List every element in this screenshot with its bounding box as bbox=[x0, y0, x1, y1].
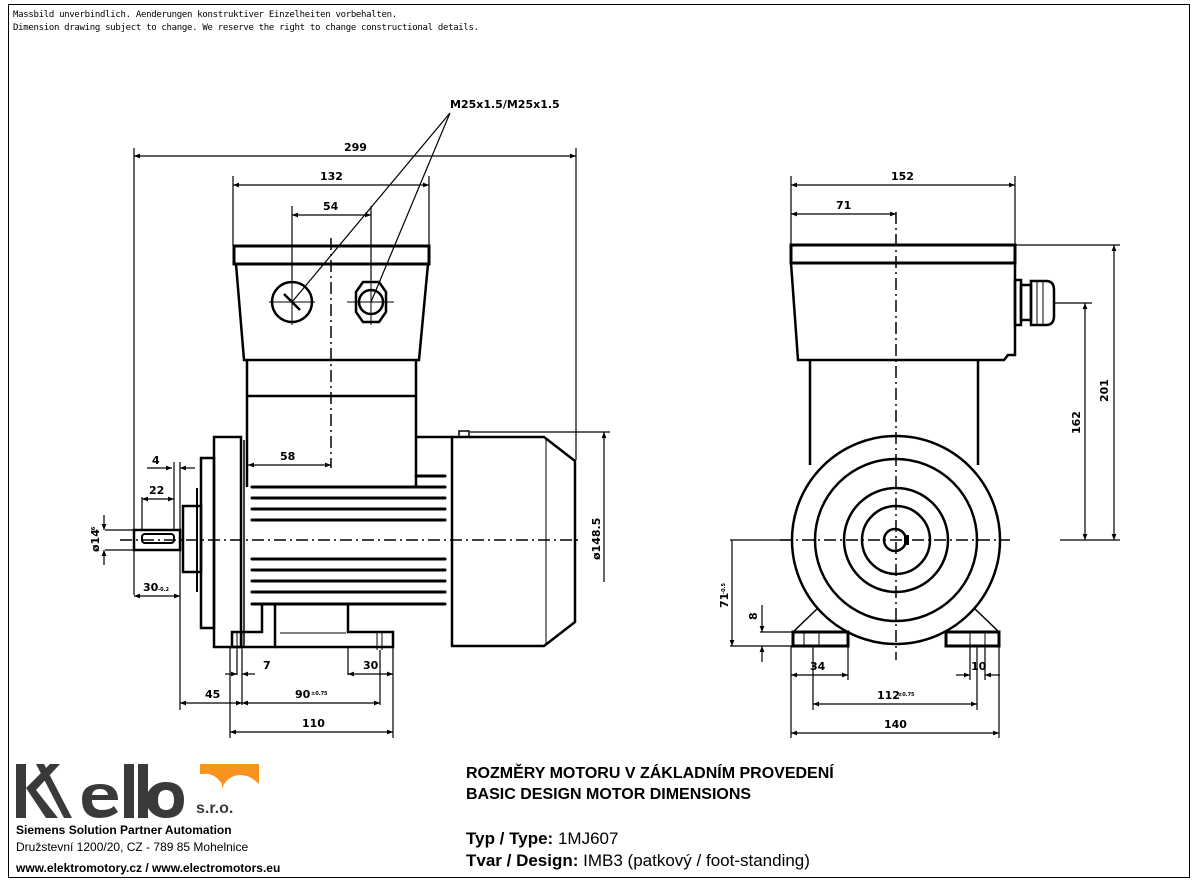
foot-front bbox=[230, 604, 277, 649]
dim-overall-length: 299 bbox=[344, 141, 367, 154]
logo-orange-arch bbox=[89, 764, 259, 790]
dim-shaft-height-tol: -0.5 bbox=[721, 583, 727, 594]
dim-foot-hole-spacing-end: 112 bbox=[877, 689, 900, 702]
dim-foot-thickness: 8 bbox=[747, 612, 760, 620]
company-tagline: Siemens Solution Partner Automation bbox=[16, 823, 232, 837]
dim-gland-spacing: 54 bbox=[323, 200, 339, 213]
end-view bbox=[780, 212, 1056, 660]
dim-foot-width: 34 bbox=[810, 660, 826, 673]
dim-box-centre: 71 bbox=[836, 199, 851, 212]
dim-gland-height: 162 bbox=[1070, 411, 1083, 434]
company-address: Družstevní 1200/20, CZ - 789 85 Mohelnic… bbox=[16, 840, 249, 854]
dim-terminal-box-width: 152 bbox=[891, 170, 914, 183]
company-logo bbox=[16, 764, 259, 818]
side-view bbox=[120, 238, 580, 650]
end-view-dimensions bbox=[729, 176, 1120, 738]
title-cz: ROZMĚRY MOTORU V ZÁKLADNÍM PROVEDENÍ bbox=[466, 765, 834, 782]
foot-right-end bbox=[944, 630, 1001, 648]
company-websites[interactable]: www.elektromotory.cz / www.electromotors… bbox=[16, 861, 281, 875]
foot-left-end bbox=[791, 630, 850, 648]
fan-cover bbox=[450, 435, 577, 648]
dim-shaft-to-foot: 45 bbox=[205, 688, 220, 701]
terminal-box-body bbox=[234, 263, 430, 362]
disclaimer-en: Dimension drawing subject to change. We … bbox=[13, 23, 479, 33]
title-en: BASIC DESIGN MOTOR DIMENSIONS bbox=[466, 786, 752, 803]
dim-foot-hole: 7 bbox=[263, 659, 271, 672]
dim-overall-height: 201 bbox=[1098, 379, 1111, 402]
dim-shaft-length: 30 bbox=[143, 581, 159, 594]
side-view-dimensions bbox=[101, 112, 610, 738]
dim-foot-end-width: 30 bbox=[363, 659, 379, 672]
disclaimer-de: Massbild unverbindlich. Aenderungen kons… bbox=[13, 10, 397, 20]
cable-gland-label: M25x1.5/M25x1.5 bbox=[450, 98, 560, 111]
design-label: Tvar / Design: bbox=[466, 851, 579, 870]
dim-frame-diameter: ø148.5 bbox=[590, 518, 603, 560]
dim-foot-hole-dia: 10 bbox=[971, 660, 987, 673]
flange bbox=[212, 435, 243, 649]
dim-foot-hole-spacing-end-tol: ±0.75 bbox=[898, 692, 915, 698]
dim-shaft-diameter-tol: j6 bbox=[91, 526, 97, 533]
dim-foot-hole-spacing-tol: ±0.75 bbox=[311, 691, 328, 697]
type-value: 1MJ607 bbox=[557, 829, 619, 848]
type-label: Typ / Type: bbox=[466, 829, 554, 848]
dim-foot-span: 140 bbox=[884, 718, 907, 731]
dim-key-length: 22 bbox=[149, 484, 164, 497]
logo-suffix: s.r.o. bbox=[196, 800, 234, 817]
dim-shaft-shoulder: 4 bbox=[152, 454, 160, 467]
dim-shaft-height: 71 bbox=[718, 593, 731, 608]
cable-gland-end bbox=[1013, 278, 1056, 327]
dim-box-offset: 58 bbox=[280, 450, 295, 463]
dim-shaft-diameter: ø14 bbox=[89, 529, 102, 552]
design-value: IMB3 (patkový / foot-standing) bbox=[583, 851, 810, 870]
dim-terminal-box-length: 132 bbox=[320, 170, 343, 183]
drawing-frame bbox=[8, 4, 1190, 878]
design-row: Tvar / Design: IMB3 (patkový / foot-stan… bbox=[466, 851, 810, 871]
terminal-box-lid-end bbox=[789, 243, 1017, 265]
terminal-box-body-end bbox=[789, 262, 1017, 362]
type-row: Typ / Type: 1MJ607 bbox=[466, 829, 618, 849]
cable-gland-right bbox=[347, 279, 394, 325]
dim-foot-length: 110 bbox=[302, 717, 325, 730]
dim-shaft-length-tol: -0.2 bbox=[158, 587, 169, 593]
foot-rear bbox=[346, 604, 395, 649]
dim-foot-hole-spacing: 90 bbox=[295, 688, 311, 701]
